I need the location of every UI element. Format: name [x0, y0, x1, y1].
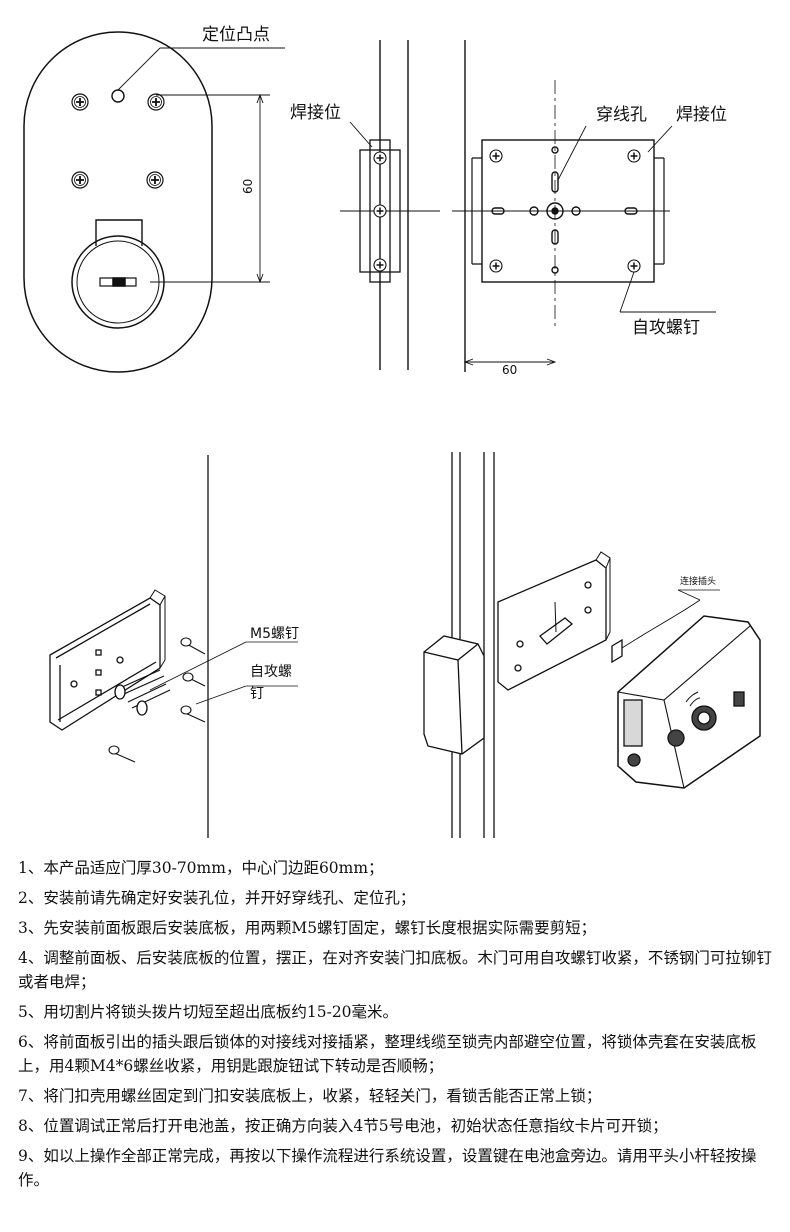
- side-view: [340, 40, 440, 370]
- label-wire-hole: 穿线孔: [596, 105, 647, 125]
- step-8: 8、位置调试正常后打开电池盖，按正确方向装入4节5号电池，初始状态任意指纹卡片可…: [18, 1117, 668, 1135]
- dim-horizontal-60: 60: [502, 363, 517, 377]
- label-m5-screw: M5螺钉: [250, 626, 299, 642]
- front-panel-view: [23, 31, 285, 373]
- label-weld-right: 焊接位: [676, 105, 727, 125]
- label-self-tap-1: 自攻螺: [250, 664, 292, 680]
- step-2: 2、安装前请先确定好安装孔位，并开好穿线孔、定位孔；: [18, 889, 416, 907]
- label-self-tapping-screw: 自攻螺钉: [632, 318, 700, 338]
- label-connector: 连接插头: [680, 575, 716, 587]
- installation-diagram: 定位凸点 60 焊接位: [23, 25, 761, 838]
- assembly-step-lock-body: [423, 452, 761, 838]
- back-plate-view: [452, 40, 716, 372]
- dim-vertical-60: 60: [241, 179, 255, 194]
- instruction-list: 1、本产品适应门厚30-70mm，中心门边距60mm； 2、安装前请先确定好安装…: [18, 856, 780, 1198]
- label-positioning-bump: 定位凸点: [202, 25, 270, 45]
- step-3: 3、先安装前面板跟后安装底板，用两颗M5螺钉固定，螺钉长度根据实际需要剪短；: [18, 919, 597, 937]
- step-6: 6、将前面板引出的插头跟后锁体的对接线对接插紧，整理线缆至锁壳内部避空位置，将锁…: [18, 1033, 757, 1075]
- step-5: 5、用切割片将锁头拨片切短至超出底板约15-20毫米。: [18, 1003, 399, 1021]
- step-9: 9、如以上操作全部正常完成，再按以下操作流程进行系统设置，设置键在电池盒旁边。请…: [18, 1147, 757, 1189]
- step-7: 7、将门扣壳用螺丝固定到门扣安装底板上，收紧，轻轻关门，看锁舌能否正常上锁；: [18, 1087, 602, 1105]
- label-weld-left: 焊接位: [290, 103, 341, 123]
- step-1: 1、本产品适应门厚30-70mm，中心门边距60mm；: [18, 859, 384, 877]
- label-self-tap-2: 钉: [250, 686, 264, 702]
- positioning-bump: [111, 89, 125, 103]
- assembly-step-screws: [49, 455, 298, 838]
- step-4: 4、调整前面板、后安装底板的位置，摆正，在对齐安装门扣底板。木门可用自攻螺钉收紧…: [18, 949, 772, 991]
